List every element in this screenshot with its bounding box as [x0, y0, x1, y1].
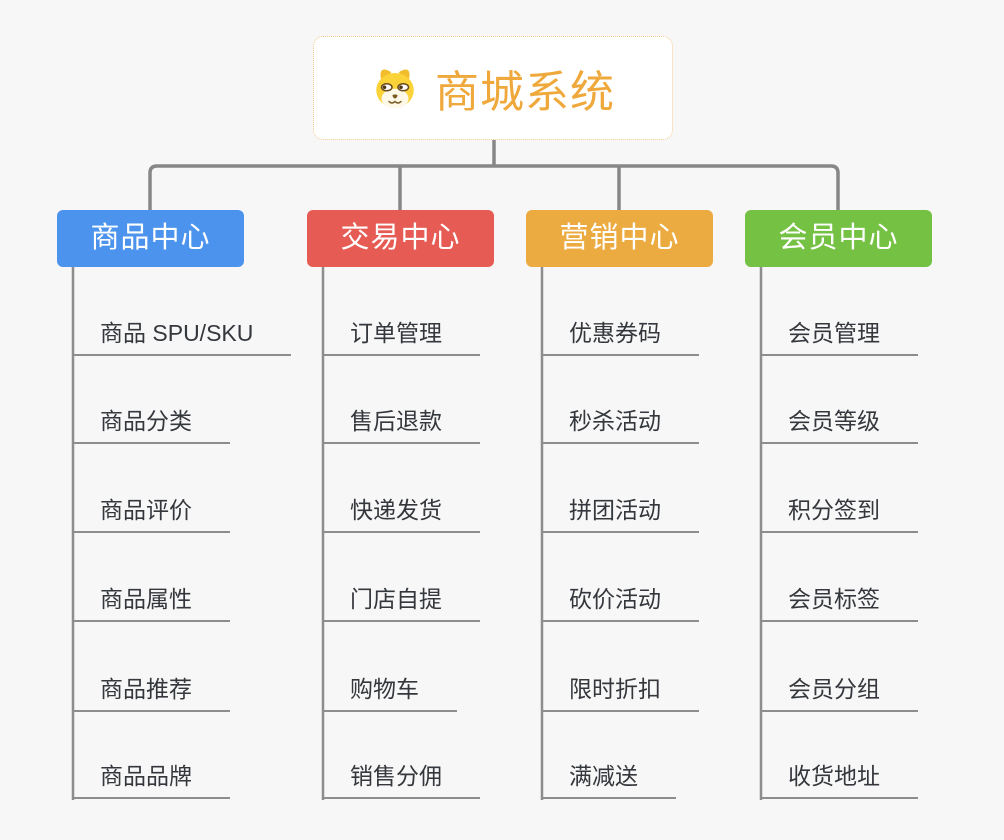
child-node[interactable]: 会员分组: [761, 674, 918, 712]
child-node[interactable]: 商品推荐: [73, 674, 230, 712]
child-node[interactable]: 砍价活动: [542, 584, 699, 622]
child-node[interactable]: 秒杀活动: [542, 406, 699, 444]
child-node[interactable]: 商品评价: [73, 495, 230, 533]
branch-node-marketing-center[interactable]: 营销中心: [526, 210, 713, 267]
doge-icon: [371, 65, 419, 111]
child-node[interactable]: 商品 SPU/SKU: [73, 318, 292, 356]
child-node[interactable]: 会员管理: [761, 318, 918, 356]
connector-bus: [148, 140, 840, 211]
child-node[interactable]: 优惠券码: [542, 318, 699, 356]
root-node[interactable]: 商城系统: [313, 36, 673, 140]
branch-node-product-center[interactable]: 商品中心: [57, 210, 244, 267]
child-node[interactable]: 商品分类: [73, 406, 230, 444]
child-node[interactable]: 购物车: [323, 674, 457, 712]
child-node[interactable]: 满减送: [542, 761, 676, 799]
root-title: 商城系统: [435, 68, 615, 117]
connector-trunks: [71, 266, 763, 800]
child-node[interactable]: 商品品牌: [73, 761, 230, 799]
child-node[interactable]: 商品属性: [73, 584, 230, 622]
child-node[interactable]: 拼团活动: [542, 495, 699, 533]
child-node[interactable]: 积分签到: [761, 495, 918, 533]
branch-node-member-center[interactable]: 会员中心: [745, 210, 932, 267]
child-node[interactable]: 限时折扣: [542, 674, 699, 712]
child-node[interactable]: 售后退款: [323, 406, 480, 444]
child-node[interactable]: 会员等级: [761, 406, 918, 444]
child-node[interactable]: 收货地址: [761, 761, 918, 799]
child-node[interactable]: 快递发货: [323, 495, 480, 533]
child-node[interactable]: 会员标签: [761, 584, 918, 622]
child-node[interactable]: 销售分佣: [323, 761, 480, 799]
child-node[interactable]: 订单管理: [323, 318, 480, 356]
child-node[interactable]: 门店自提: [323, 584, 480, 622]
branch-node-trade-center[interactable]: 交易中心: [307, 210, 494, 267]
